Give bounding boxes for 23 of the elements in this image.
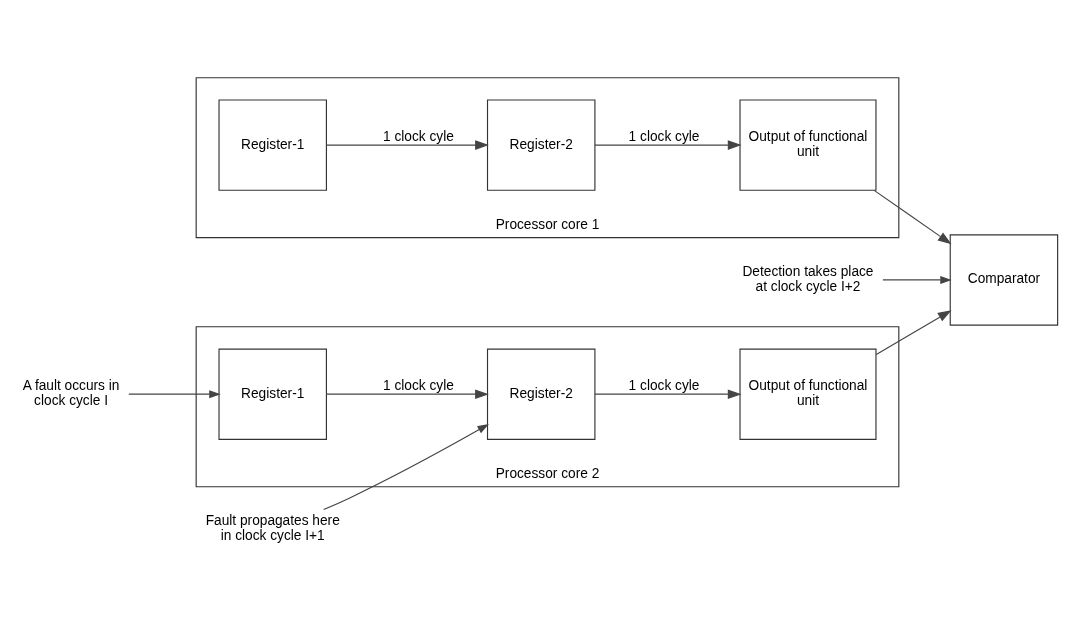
arrow — [594, 140, 742, 150]
node-box: Output of functional unit — [739, 99, 877, 191]
node-box: Output of functional unit — [739, 348, 877, 440]
node-box: Register-2 — [486, 99, 596, 191]
node-box: Register-2 — [486, 348, 596, 440]
arrow — [323, 424, 489, 511]
node-text: Fault propagates here in clock cycle I+1 — [205, 513, 340, 543]
node-box: Register-1 — [218, 99, 327, 191]
node-box: Register-1 — [218, 348, 327, 440]
edge-label: 1 clock cyle — [382, 129, 454, 145]
node-text: A fault occurs in clock cycle I — [22, 378, 120, 409]
arrow — [875, 310, 952, 356]
arrow — [873, 189, 952, 245]
node-box: Comparator — [949, 234, 1059, 326]
edge-label: 1 clock cyle — [628, 378, 700, 394]
node-text: Detection takes place at clock cycle I+2 — [742, 264, 874, 294]
edge-label: 1 clock cyle — [628, 129, 700, 145]
arrow — [594, 389, 742, 399]
arrow — [128, 390, 221, 399]
edge-label: 1 clock cyle — [382, 378, 454, 394]
arrow — [325, 389, 489, 399]
arrow — [325, 140, 489, 150]
arrow — [882, 275, 952, 284]
